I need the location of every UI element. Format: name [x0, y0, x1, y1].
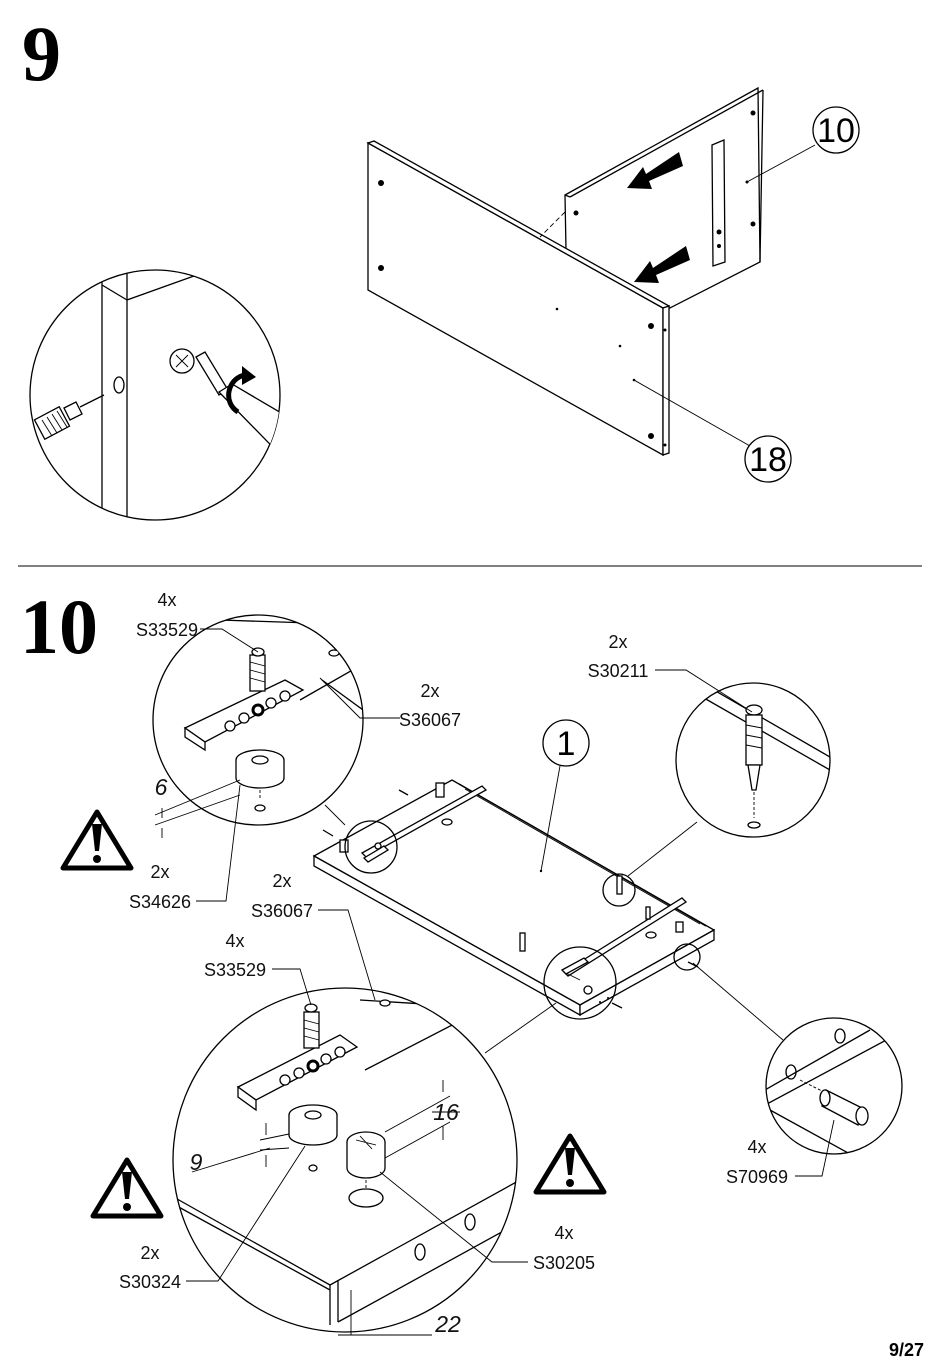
- part-10-number: 10: [817, 112, 855, 150]
- cam-qty: 4x: [554, 1223, 573, 1243]
- part-1-label: [542, 719, 590, 767]
- rotate-arrow-icon: [226, 366, 256, 415]
- part-18-number: 18: [749, 441, 787, 479]
- mid-rail-qty: 2x: [272, 871, 291, 891]
- dowel-detail-circle: [765, 1017, 903, 1155]
- dowel-screw-code: S30211: [588, 661, 649, 681]
- dim-spacer-top: 6: [155, 774, 168, 800]
- dim-spacer-bottom: 9: [190, 1149, 203, 1175]
- push-arrow-icon: [627, 152, 683, 189]
- rail-detail-circle: [152, 614, 364, 826]
- top-screw-code: S33529: [136, 620, 198, 640]
- top-screw-qty: 4x: [157, 590, 176, 610]
- warning-icon: [60, 809, 134, 871]
- page-number: 9/27: [889, 1340, 924, 1360]
- warning-icon: [533, 1133, 607, 1195]
- warning-icon: [90, 1157, 164, 1219]
- part-18-label: [744, 435, 792, 483]
- cam-detail-circle: [172, 987, 518, 1335]
- dowel-screw-detail-circle: [675, 682, 831, 838]
- step-10-number: 10: [20, 583, 98, 670]
- mid-rail-code: S36067: [251, 901, 313, 921]
- panel-18: [366, 140, 671, 457]
- bottom-panel-1: [312, 779, 716, 1017]
- top-spacer-qty: 2x: [150, 862, 169, 882]
- bottom-spacer-qty: 2x: [140, 1243, 159, 1263]
- top-rail-code: S36067: [399, 710, 461, 730]
- mid-screw-code: S33529: [204, 960, 266, 980]
- part-10-label: [812, 106, 860, 154]
- push-arrow-icon: [634, 246, 690, 283]
- mid-screw-qty: 4x: [225, 931, 244, 951]
- top-spacer-code: S34626: [129, 892, 191, 912]
- dim-panel-thickness: 22: [434, 1311, 461, 1337]
- dowel-code: S70969: [726, 1167, 788, 1187]
- screwdriver-icon: [195, 351, 280, 476]
- bottom-spacer-code: S30324: [119, 1272, 181, 1292]
- part-1-number: 1: [557, 725, 576, 763]
- cam-code: S30205: [533, 1253, 595, 1273]
- dowel-screw-qty: 2x: [608, 632, 627, 652]
- step-9-number: 9: [22, 10, 61, 97]
- dowel-qty: 4x: [747, 1137, 766, 1157]
- screw-detail-circle: [29, 269, 281, 521]
- top-rail-qty: 2x: [420, 681, 439, 701]
- cam-screw-icon: [33, 394, 105, 441]
- dim-cam-height: 16: [433, 1099, 459, 1125]
